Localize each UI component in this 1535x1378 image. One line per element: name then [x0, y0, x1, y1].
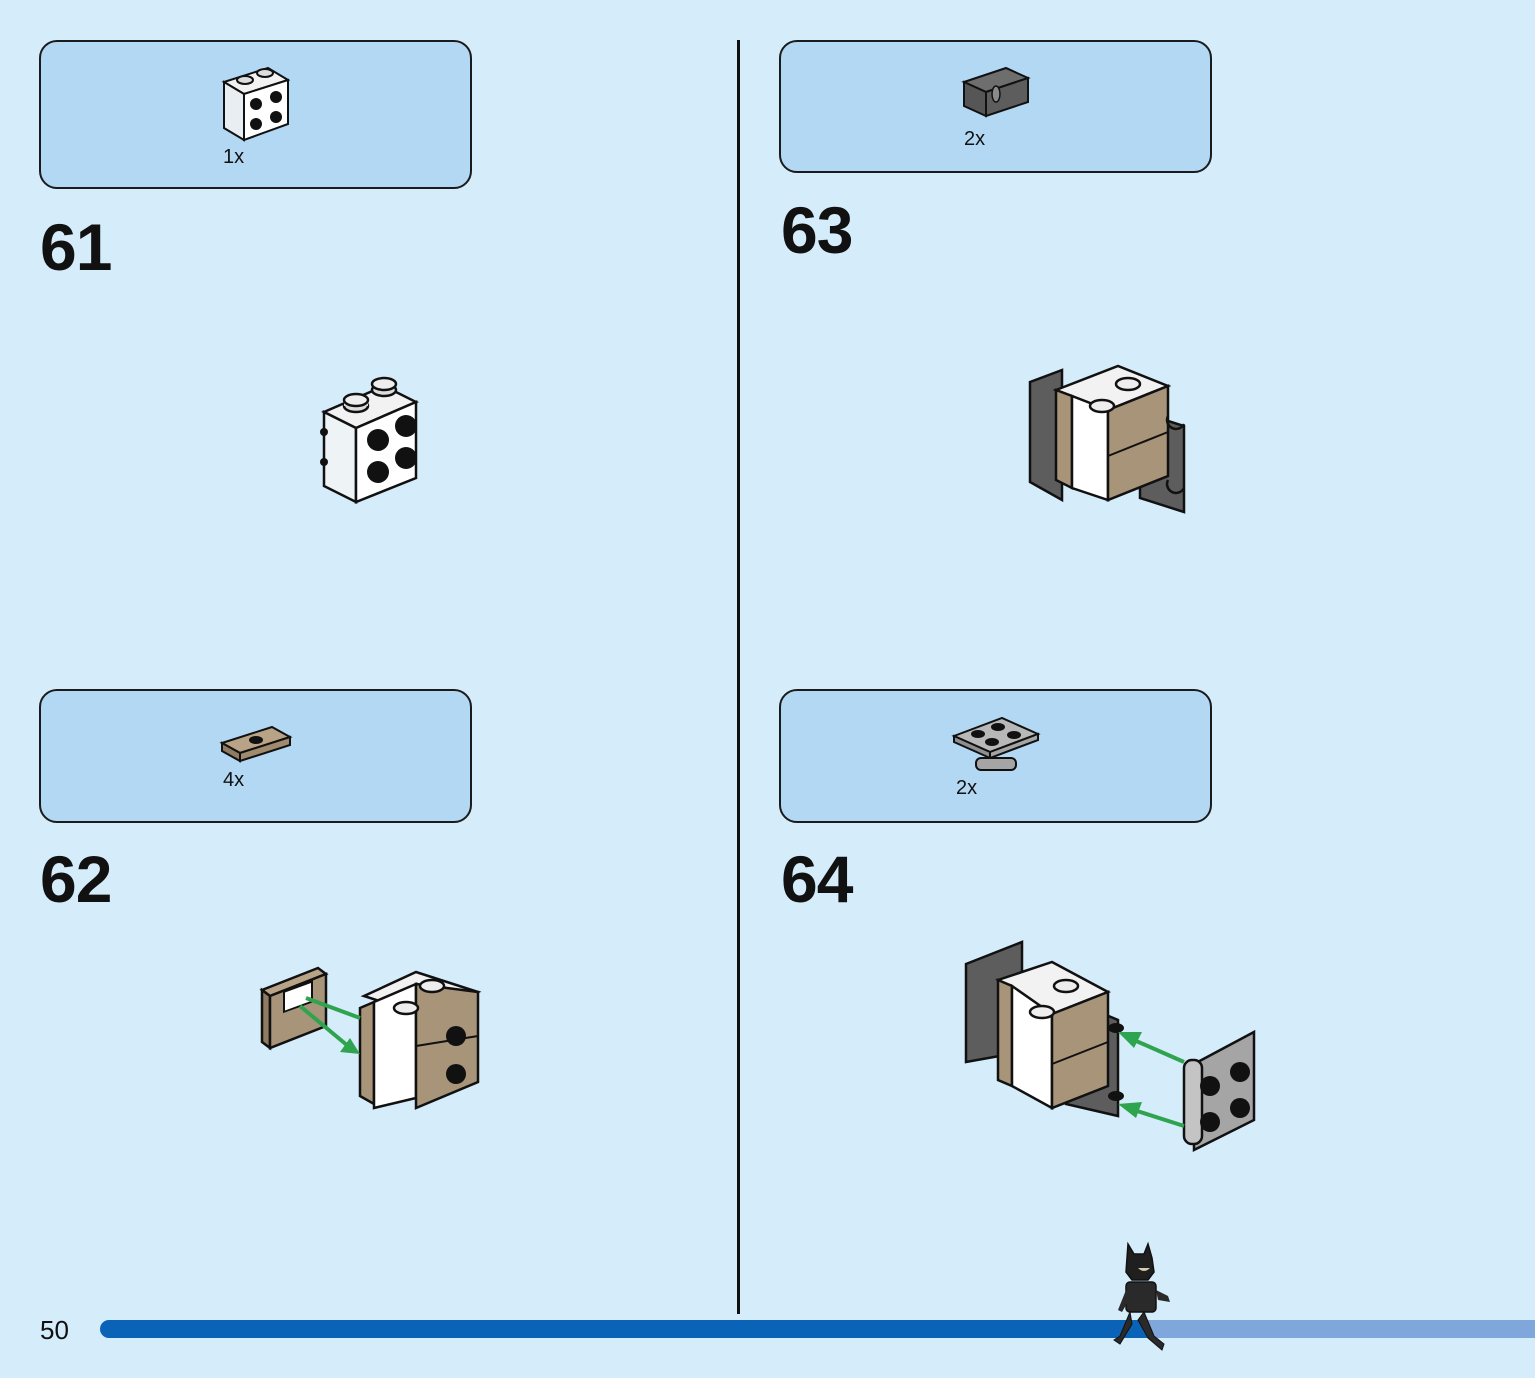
page-number: 50 [40, 1315, 69, 1345]
dark-gray-bracket-part-icon [961, 66, 1031, 118]
column-divider [737, 40, 740, 1314]
assembly-illustration-step-61 [320, 376, 419, 505]
part-quantity: 4x [223, 769, 245, 791]
step-number: 64 [781, 842, 853, 916]
light-gray-hinge-plate-part-icon [951, 716, 1041, 771]
tan-jumper-plate-part-icon [219, 725, 293, 763]
transparent-brick-part-icon [221, 66, 291, 142]
step-number: 61 [40, 210, 112, 284]
assembly-illustration-step-63 [1028, 364, 1186, 514]
assembly-illustration-step-62 [259, 966, 482, 1110]
part-quantity: 2x [956, 777, 978, 799]
progress-bar-remaining [1147, 1320, 1535, 1338]
minifigure-runner-icon [1113, 1241, 1170, 1351]
part-quantity: 1x [223, 146, 245, 168]
progress-bar [100, 1320, 1535, 1338]
step-number: 62 [40, 842, 112, 916]
part-quantity: 2x [964, 128, 986, 150]
progress-bar-fill [100, 1320, 1148, 1338]
step-number: 63 [781, 193, 853, 267]
assembly-illustration-step-64 [964, 940, 1256, 1153]
